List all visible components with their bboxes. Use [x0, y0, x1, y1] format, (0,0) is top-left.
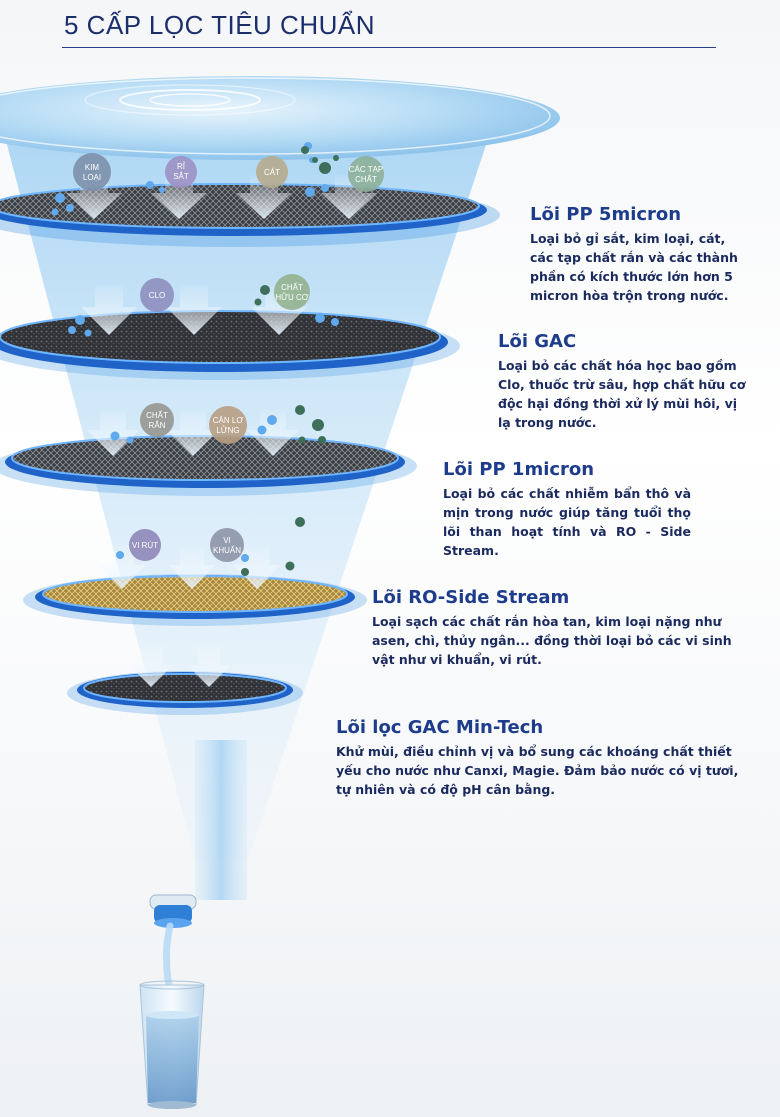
particle-label: LỬNG — [216, 426, 239, 435]
filter-disc-5 — [67, 671, 303, 715]
flow-arrows-3 — [87, 410, 299, 456]
particle-label: RẮN — [149, 421, 166, 430]
particle-bubbles-4: VI RÚT VI KHUẨN — [129, 528, 244, 562]
stage-4-text: Lõi RO-Side Stream Loại sạch các chất rắ… — [372, 587, 754, 669]
stage-title: Lõi PP 1micron — [443, 459, 595, 480]
particle-label: VI RÚT — [132, 541, 158, 550]
title-rule — [62, 47, 716, 48]
contaminant-clusters — [241, 146, 339, 576]
particle-label: HỮU CƠ — [275, 293, 308, 302]
filter-disc-4 — [23, 574, 367, 626]
particle-label: CÁT — [264, 168, 280, 177]
particle-label: KIM — [85, 163, 100, 172]
particle-label: CHẤT — [146, 410, 168, 420]
page-title: 5 CẤP LỌC TIÊU CHUẨN — [64, 10, 376, 40]
stage-2-text: Lõi GAC Loại bỏ các chất hóa học bao gồm… — [498, 331, 753, 432]
flow-arrows-5 — [129, 645, 231, 687]
stage-3-text: Lõi PP 1micron Loại bỏ các chất nhiễm bẩ… — [443, 459, 691, 560]
particle-label: KHUẨN — [213, 546, 241, 555]
particle-label: VI — [223, 536, 231, 545]
funnel-pipe — [195, 740, 247, 900]
funnel-body — [0, 118, 495, 860]
stage-description: Loại bỏ các chất nhiễm bẩn thô và mịn tr… — [443, 486, 691, 558]
flow-arrows-2 — [81, 285, 307, 335]
stage-title: Lõi GAC — [498, 331, 577, 352]
particle-label: CẶN LƠ — [213, 416, 244, 425]
particle-label: CHẤT — [355, 174, 377, 184]
particle-label: CÁC TẠP — [349, 165, 384, 174]
filter-disc-3 — [0, 435, 417, 496]
particle-label: CLO — [149, 291, 165, 300]
stage-description: Loại bỏ các chất hóa học bao gồm Clo, th… — [498, 358, 746, 430]
particle-label: CHẤT — [281, 282, 303, 292]
stage-description: Loại bỏ gỉ sắt, kim loại, cát, các tạp c… — [530, 231, 738, 303]
particle-bubbles-3: CHẤT RẮN CẶN LƠ LỬNG — [140, 403, 247, 444]
particle-label: RỈ — [177, 162, 186, 171]
stage-title: Lõi PP 5micron — [530, 204, 682, 225]
water-surface — [0, 76, 560, 160]
stage-description: Loại sạch các chất rắn hòa tan, kim loại… — [372, 614, 732, 667]
stage-1-text: Lõi PP 5micron Loại bỏ gỉ sắt, kim loại,… — [530, 204, 746, 305]
outlet-nozzle — [149, 894, 197, 928]
particle-label: SẮT — [173, 172, 189, 181]
water-glass — [139, 980, 205, 1109]
filter-disc-2 — [0, 310, 460, 380]
stage-description: Khử mùi, điều chỉnh vị và bổ sung các kh… — [336, 744, 739, 797]
particle-label: LOẠI — [83, 173, 101, 182]
stage-5-text: Lõi lọc GAC Min-Tech Khử mùi, điều chỉnh… — [336, 717, 754, 799]
flow-arrows-4 — [98, 545, 281, 589]
water-droplets — [51, 142, 339, 562]
stage-title: Lõi RO-Side Stream — [372, 587, 570, 608]
stage-title: Lõi lọc GAC Min-Tech — [336, 717, 544, 738]
particle-bubbles-1: KIM LOẠI RỈ SẮT CÁT CÁC TẠP CHẤT — [73, 153, 384, 192]
particle-bubbles-2: CLO CHẤT HỮU CƠ — [140, 274, 310, 312]
